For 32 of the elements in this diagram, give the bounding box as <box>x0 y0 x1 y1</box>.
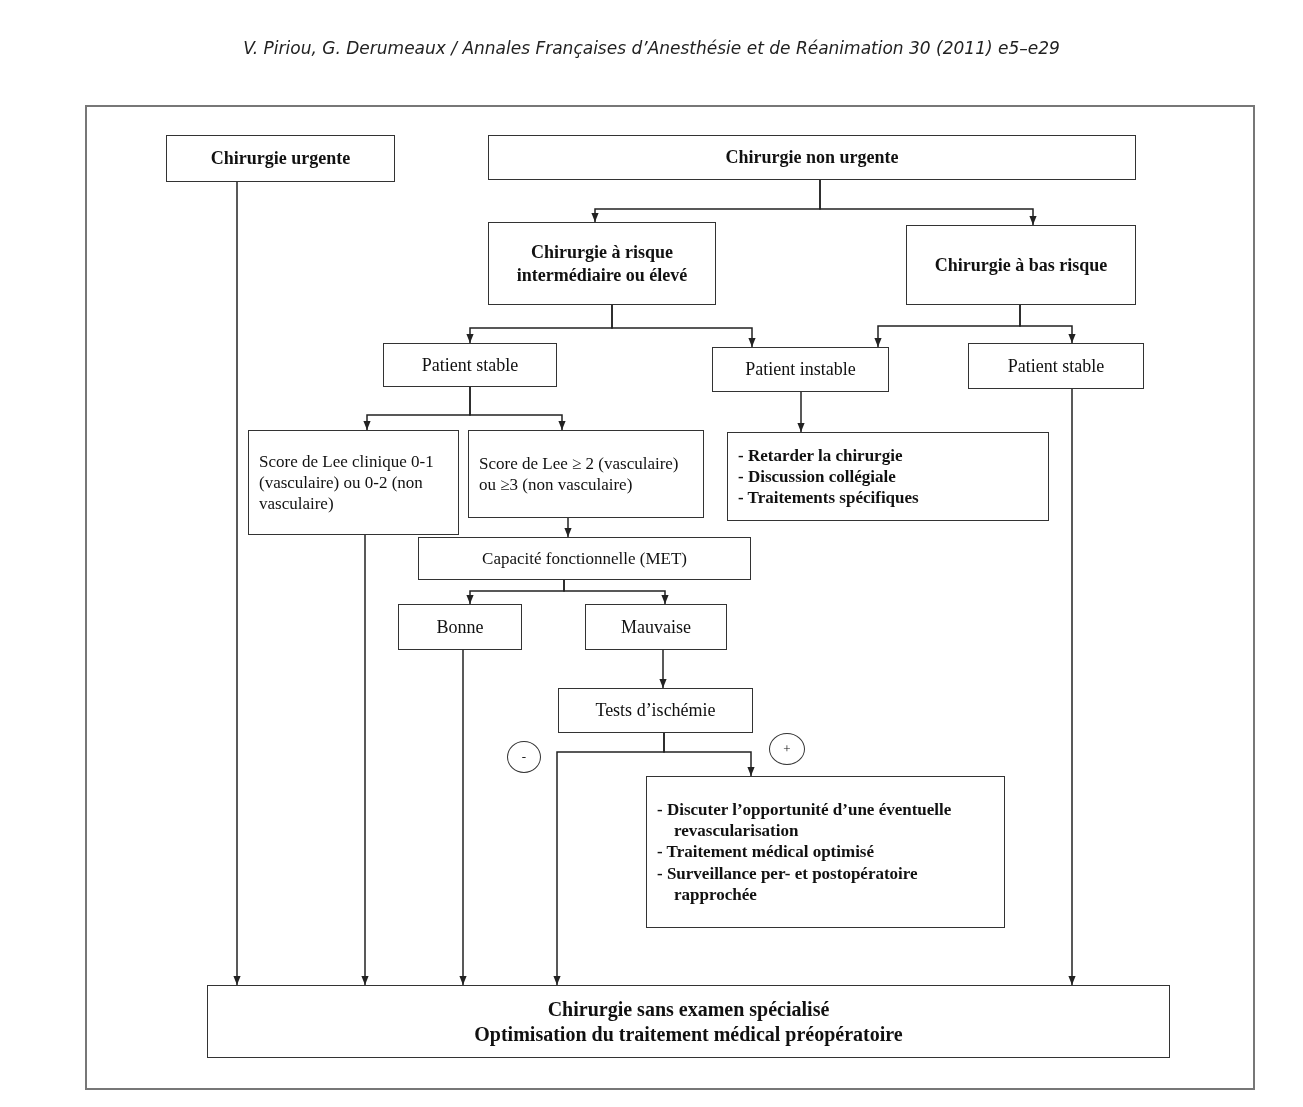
action-box: - Discuter l’opportunité d’une éventuelle revascularisation - Traitement médical optimisé - Surveillance per- et postopératoire rapprochée <box>646 776 1005 928</box>
process-box: Score de Lee clinique 0-1 (vasculaire) ou 0-2 (non vasculaire) <box>248 430 459 535</box>
process-box: Capacité fonctionnelle (MET) <box>418 537 751 580</box>
process-box: Mauvaise <box>585 604 727 650</box>
arrow <box>819 179 1037 226</box>
arrow <box>611 304 756 348</box>
arrow <box>797 391 805 433</box>
process-box: Chirurgie à risque intermédiaire ou élevé <box>488 222 716 305</box>
arrow <box>1019 304 1076 344</box>
process-box: Patient stable <box>383 343 557 387</box>
arrow <box>564 517 572 538</box>
arrow <box>563 579 669 605</box>
process-box: Bonne <box>398 604 522 650</box>
action-box: - Retarder la chirurgie - Discussion collégiale - Traitements spécifiques <box>727 432 1049 521</box>
process-box: Patient instable <box>712 347 889 392</box>
arrow <box>233 181 241 986</box>
arrow <box>459 649 467 986</box>
arrow <box>361 534 369 986</box>
arrow <box>663 732 755 777</box>
process-box: Score de Lee ≥ 2 (vasculaire) ou ≥3 (non vasculaire) <box>468 430 704 518</box>
sign-circle: - <box>507 741 541 773</box>
process-box: Chirurgie sans examen spécialisé Optimisation du traitement médical préopératoire <box>207 985 1170 1058</box>
process-box: Chirurgie non urgente <box>488 135 1136 180</box>
sign-circle: + <box>769 733 805 765</box>
process-box: Patient stable <box>968 343 1144 389</box>
process-box: Tests d’ischémie <box>558 688 753 733</box>
process-box: Chirurgie à bas risque <box>906 225 1136 305</box>
arrow <box>659 649 667 689</box>
arrow <box>1068 388 1076 986</box>
process-box: Chirurgie urgente <box>166 135 395 182</box>
arrow <box>469 386 566 431</box>
citation-header: V. Piriou, G. Derumeaux / Annales Françaises d’Anesthésie et de Réanimation 30 (2011) e5–e29 <box>242 38 1061 58</box>
